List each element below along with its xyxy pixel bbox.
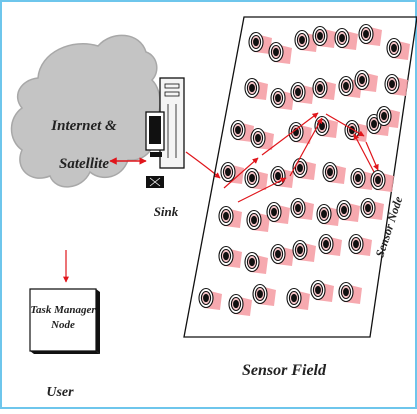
sensor-node: [250, 127, 274, 150]
cloud-label-line2: Satellite: [59, 156, 109, 172]
sensor-nodes: [198, 23, 410, 316]
sensor-node: [230, 119, 254, 142]
box-icon: [29, 288, 100, 354]
sensor-field-label: Sensor Field: [242, 362, 327, 379]
sensor-node: [386, 37, 410, 60]
sensor-node: [318, 233, 342, 256]
sensor-node: [244, 77, 268, 100]
sensor-node: [338, 281, 362, 304]
user-label: User: [46, 385, 74, 400]
sensor-node: [376, 105, 400, 128]
sensor-node: [218, 205, 242, 228]
sensor-node: [322, 161, 346, 184]
task-manager-label-line2: Node: [50, 319, 75, 331]
sink-label: Sink: [154, 204, 179, 219]
computer-tower-icon: [145, 77, 185, 188]
sensor-node: [350, 167, 374, 190]
task-manager-label-line1: Task Manager: [30, 304, 96, 316]
sensor-node: [228, 293, 252, 316]
sensor-node: [354, 69, 378, 92]
sensor-node: [218, 245, 242, 268]
sensor-node: [336, 199, 360, 222]
sensor-node: [292, 239, 316, 262]
sensor-node: [310, 279, 334, 302]
sensor-node: [290, 197, 314, 220]
sensor-node: [248, 31, 272, 54]
cloud-label-line1: Internet &: [50, 118, 117, 134]
routing-paths: [223, 112, 379, 203]
sensor-node: [288, 121, 312, 144]
sensor-node: [268, 41, 292, 64]
sensor-node: [286, 287, 310, 310]
sensor-node: [198, 287, 222, 310]
sensor-node: [312, 77, 336, 100]
sensor-node: [270, 243, 294, 266]
sensor-node: [360, 197, 384, 220]
sensor-node: [290, 81, 314, 104]
sensor-node: [334, 27, 358, 50]
sensor-node: [244, 251, 268, 274]
sensor-node: [266, 201, 290, 224]
sensor-node: [314, 115, 338, 138]
sensor-node: [246, 209, 270, 232]
sensor-field-boundary: [183, 16, 417, 338]
sensor-node: [370, 169, 394, 192]
sensor-node: [384, 73, 408, 96]
sensor-node: [338, 75, 362, 98]
sink-field-link: [185, 151, 221, 179]
sensor-node: [244, 167, 268, 190]
sensor-node: [316, 203, 340, 226]
sensor-node: [270, 87, 294, 110]
sensor-node: [292, 157, 316, 180]
sensor-node: [220, 161, 244, 184]
sensor-node: [358, 23, 382, 46]
sensor-node: [252, 283, 276, 306]
sensor-node: [312, 25, 336, 48]
sensor-node: [348, 233, 372, 256]
sensor-node: [270, 165, 294, 188]
